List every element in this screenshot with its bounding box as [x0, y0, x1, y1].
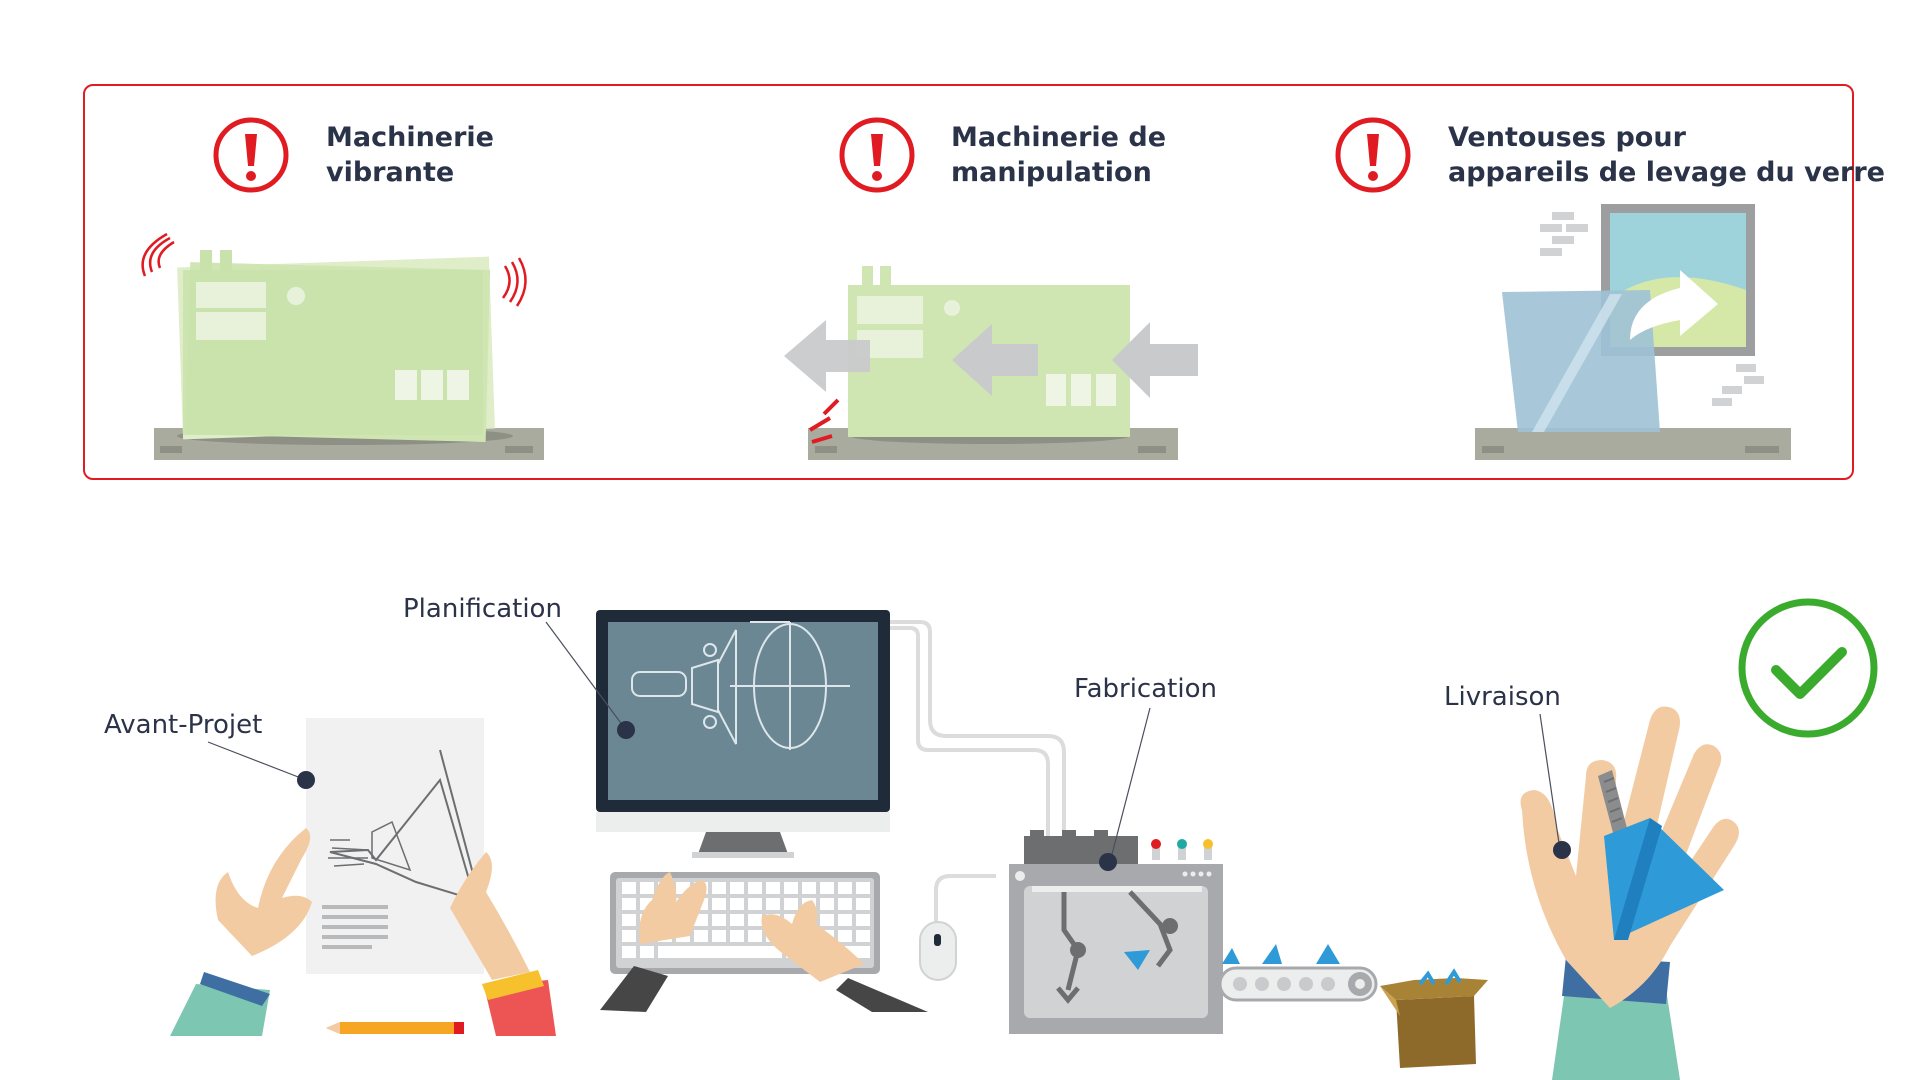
stage-label-livraison: Livraison — [1444, 682, 1561, 712]
stage-label-planification: Planification — [403, 594, 562, 624]
exclamation-icon — [1335, 117, 1411, 193]
indicator-lights — [1151, 839, 1213, 860]
stage-label-avant-projet: Avant-Projet — [104, 710, 263, 740]
exclamation-icon — [213, 117, 289, 193]
delivery-hand-illustration — [1520, 706, 1739, 1080]
warning-panel — [83, 84, 1854, 480]
keyboard-illustration — [600, 872, 928, 1012]
pencil-icon — [326, 1022, 464, 1034]
callout-fabrication — [1099, 707, 1151, 871]
mouse-icon — [919, 921, 957, 981]
callout-planification — [545, 621, 635, 739]
stage-label-fabrication: Fabrication — [1074, 674, 1217, 704]
right-hand-illustration — [450, 852, 556, 1036]
left-hand-illustration — [170, 828, 312, 1036]
cables-illustration — [890, 620, 1066, 922]
callout-livraison — [1539, 713, 1571, 859]
handling-machine-illustration — [784, 266, 1198, 460]
glass-lifting-illustration — [1475, 204, 1791, 460]
conveyor-belt-illustration — [1218, 944, 1378, 1002]
vibrating-machine-illustration — [141, 232, 544, 460]
sketch-paper-illustration — [306, 718, 484, 974]
fabrication-machine-illustration — [1009, 830, 1223, 1034]
exclamation-icon — [839, 117, 915, 193]
callout-avant-projet — [207, 741, 315, 789]
shipping-box-illustration — [1380, 968, 1488, 1068]
computer-monitor-illustration — [596, 610, 890, 858]
checkmark-icon — [1738, 598, 1878, 738]
